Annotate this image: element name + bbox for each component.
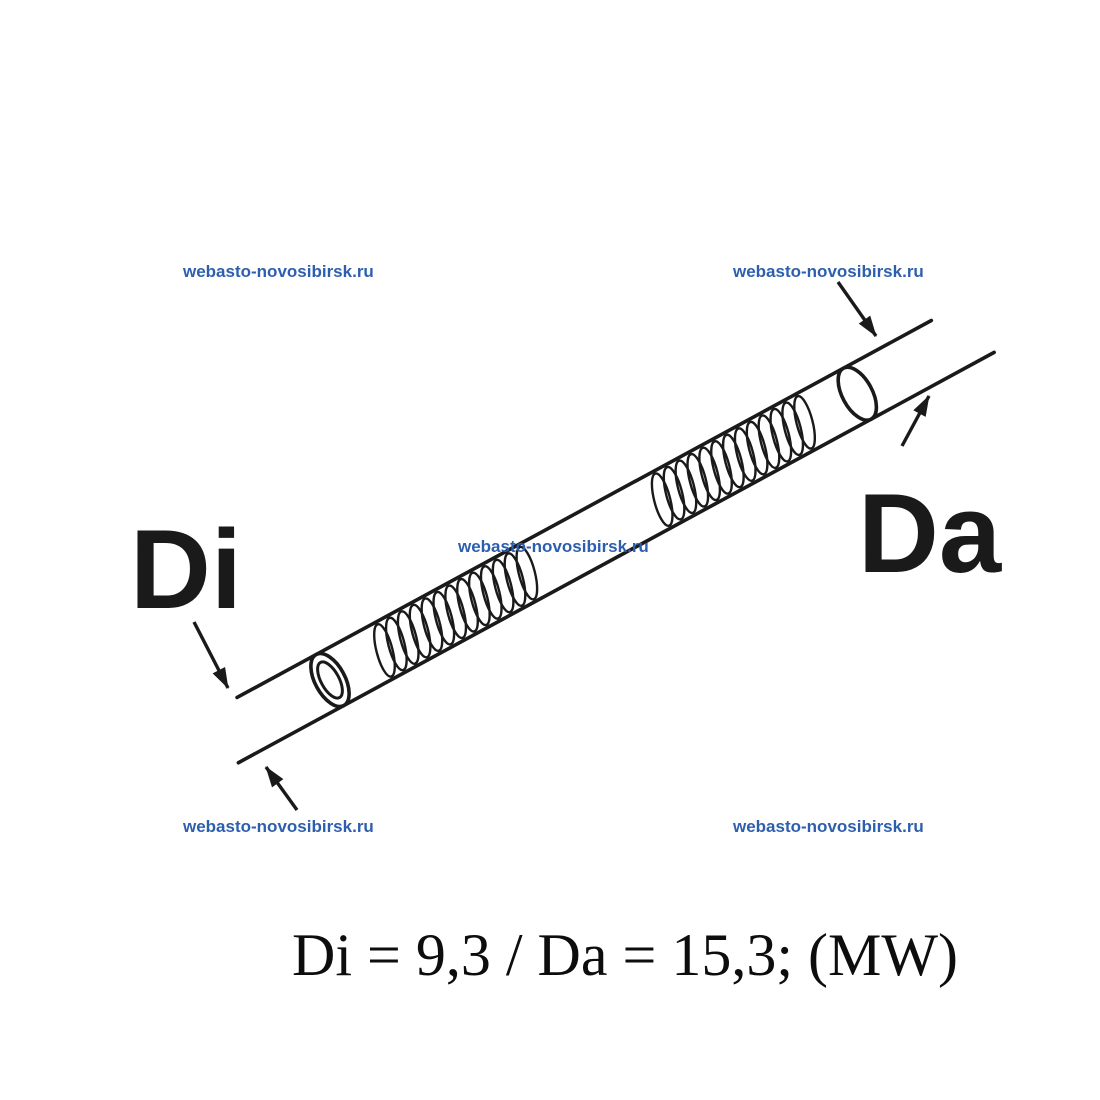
watermark-top-right: webasto-novosibirsk.ru	[732, 262, 924, 281]
coil-winding	[721, 433, 745, 489]
coil-winding	[662, 465, 686, 521]
watermark-bottom-left: webasto-novosibirsk.ru	[182, 817, 374, 836]
coil-winding	[757, 414, 781, 470]
coil-winding	[420, 597, 444, 653]
label-di: Di	[130, 507, 242, 632]
coil-winding	[781, 401, 805, 457]
hose-drawing	[192, 281, 996, 811]
coil-winding	[674, 459, 698, 515]
coil-winding	[710, 440, 733, 495]
watermark-top-left: webasto-novosibirsk.ru	[182, 262, 374, 281]
coil-winding	[373, 622, 396, 678]
coil-winding	[745, 420, 769, 476]
watermark-bottom-right: webasto-novosibirsk.ru	[732, 817, 924, 836]
corrugated-section-left	[373, 545, 539, 678]
caption-text: Di = 9,3 / Da = 15,3; (MW)	[292, 922, 958, 988]
coil-winding	[408, 603, 432, 659]
coil-winding	[491, 558, 515, 614]
hose-open-end-inner	[316, 660, 344, 700]
coil-winding	[432, 590, 456, 646]
hose-end-cap	[836, 365, 879, 422]
coil-winding	[503, 552, 527, 607]
coil-winding	[650, 472, 674, 528]
watermark-center: webasto-novosibirsk.ru	[457, 537, 649, 556]
arrow-di	[192, 621, 230, 689]
arrow-bottom-left	[264, 766, 299, 811]
coil-winding	[396, 610, 420, 665]
corrugated-section-right	[650, 394, 817, 528]
coil-winding	[467, 571, 491, 627]
coil-winding	[686, 452, 710, 508]
coil-winding	[793, 394, 817, 450]
coil-winding	[444, 584, 468, 640]
label-da: Da	[858, 471, 1002, 596]
coil-winding	[733, 427, 757, 482]
coil-winding	[769, 407, 793, 463]
coil-winding	[515, 545, 539, 601]
coil-winding	[479, 565, 503, 620]
coil-winding	[384, 616, 408, 672]
arrow-top-right	[836, 281, 878, 337]
coil-winding	[456, 577, 480, 633]
hose-top-edge	[235, 318, 934, 700]
arrow-da	[900, 395, 931, 447]
coil-winding	[698, 446, 722, 502]
